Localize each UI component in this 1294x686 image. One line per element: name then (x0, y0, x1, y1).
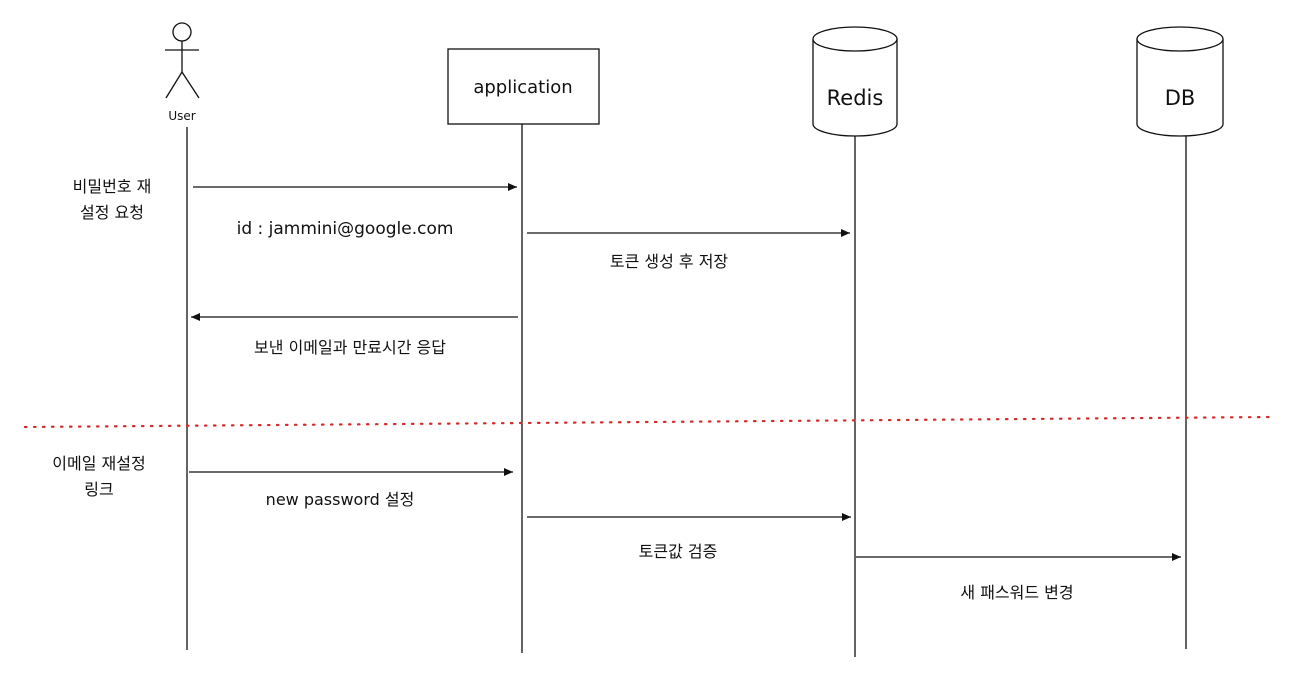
redis-database-icon (812, 26, 898, 137)
id-message-label: id : jammini@google.com (237, 219, 454, 239)
token-save-label: 토큰 생성 후 저장 (610, 252, 729, 271)
application-box (447, 48, 600, 125)
db-label: DB (1165, 86, 1196, 110)
email-reset-link-note-line2: 링크 (84, 480, 113, 499)
reset-request-note-line2: 설정 요청 (80, 203, 144, 222)
reset-request-note-line1: 비밀번호 재 (73, 177, 152, 196)
email-reset-link-note-line1: 이메일 재설정 (52, 454, 145, 473)
new-password-label: new password 설정 (266, 490, 415, 509)
redis-label: Redis (827, 86, 884, 110)
user-actor-icon (165, 22, 200, 99)
reply-label: 보낸 이메일과 만료시간 응답 (254, 338, 446, 357)
phase-separator (23, 415, 1274, 429)
application-label: application (473, 77, 572, 98)
change-password-label: 새 패스워드 변경 (960, 583, 1073, 602)
user-actor-label: User (168, 109, 195, 123)
db-database-icon (1136, 26, 1224, 137)
token-verify-label: 토큰값 검증 (639, 542, 718, 561)
